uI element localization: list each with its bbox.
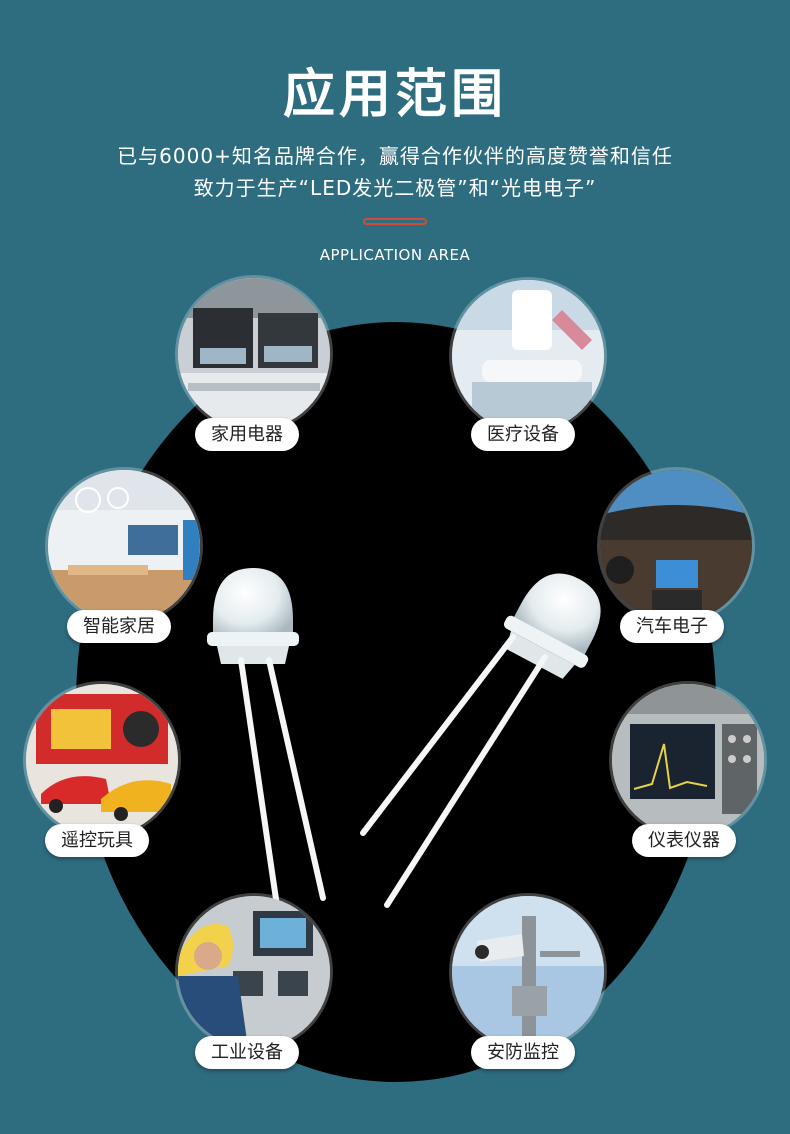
oscilloscope-photo bbox=[612, 684, 764, 836]
car-dashboard-photo bbox=[600, 470, 752, 622]
page-title: 应用范围 bbox=[282, 65, 507, 125]
label-industrial-equipment: 工业设备 bbox=[195, 1036, 299, 1069]
label-security-monitoring: 安防监控 bbox=[471, 1036, 575, 1069]
english-title: APPLICATION AREA bbox=[319, 246, 471, 264]
led-right-image bbox=[360, 573, 601, 908]
kitchen-appliance-photo bbox=[178, 278, 330, 430]
label-household-appliances: 家用电器 bbox=[195, 418, 299, 451]
label-instruments: 仪表仪器 bbox=[632, 824, 736, 857]
subtitle-line-1: 已与6000+知名品牌合作，赢得合作伙伴的高度赞誉和信任 bbox=[117, 144, 673, 168]
medical-equipment-photo bbox=[452, 280, 604, 432]
label-auto-electronics: 汽车电子 bbox=[620, 610, 724, 643]
security-camera-photo bbox=[452, 896, 604, 1048]
led-left-image bbox=[207, 568, 326, 909]
label-medical-equipment: 医疗设备 bbox=[471, 418, 575, 451]
subtitle-line-2: 致力于生产“LED发光二极管”和“光电电子” bbox=[193, 176, 597, 200]
label-smart-home: 智能家居 bbox=[67, 610, 171, 643]
industrial-panel-photo bbox=[178, 896, 330, 1048]
label-rc-toys: 遥控玩具 bbox=[45, 824, 149, 857]
toy-car-photo bbox=[26, 684, 178, 836]
title-divider bbox=[363, 218, 427, 225]
smart-home-photo bbox=[48, 470, 200, 622]
